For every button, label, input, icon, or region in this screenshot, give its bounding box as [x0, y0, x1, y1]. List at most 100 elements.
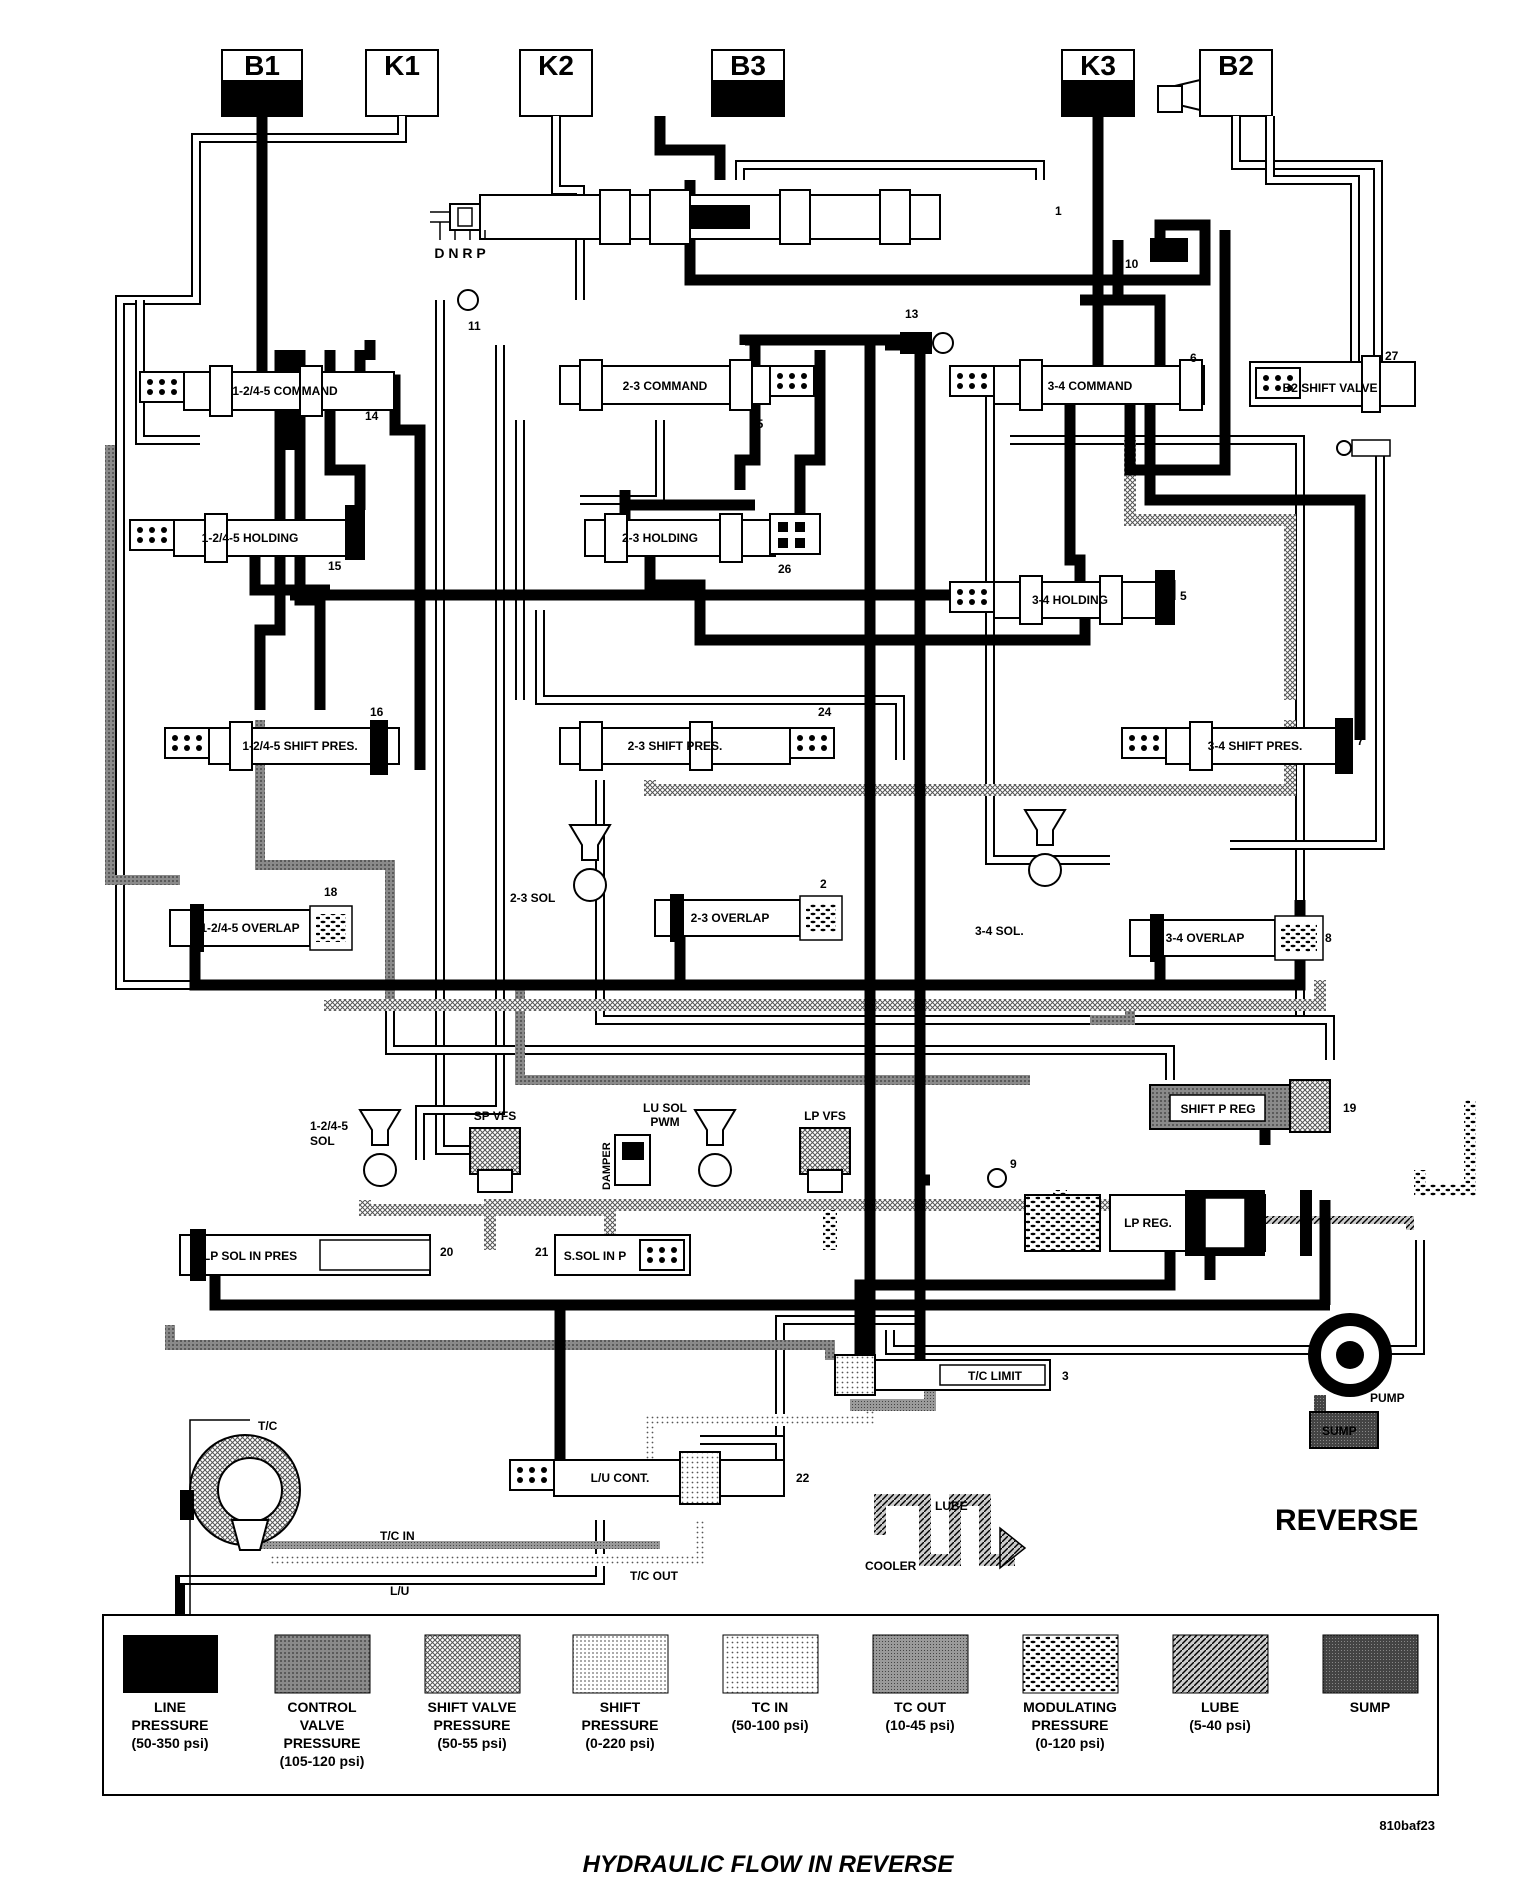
valve-23-shift-pres-label: 2-3 SHIFT PRES.	[628, 739, 723, 753]
clutch-k1: K1	[365, 49, 439, 117]
legend-tcout-text-1: TC OUT	[894, 1699, 947, 1715]
valve-34-holding: 3-4 HOLDING 5	[949, 570, 1187, 625]
valve-23-overlap-label: 2-3 OVERLAP	[691, 911, 770, 925]
clutch-k2: K2	[519, 49, 593, 117]
tc-label: T/C	[258, 1419, 278, 1433]
valve-1245-shift-pres-label: 1-2/4-5 SHIFT PRES.	[242, 739, 357, 753]
legend-line-text-1: LINE	[154, 1699, 186, 1715]
solenoid-lu-label-a: LU SOL	[643, 1101, 687, 1115]
legend-modulating-text-2: PRESSURE	[1031, 1717, 1108, 1733]
valve-shift-p-reg-number: 19	[1343, 1101, 1357, 1115]
legend-control-text-3: PRESSURE	[283, 1735, 360, 1751]
valve-1245-shift-pres: 1-2/4-5 SHIFT PRES. 16	[164, 705, 400, 775]
valve-lp-sol-in-pres: LP SOL IN PRES 20	[179, 1229, 454, 1281]
valve-1245-holding-label: 1-2/4-5 HOLDING	[202, 531, 299, 545]
valve-lu-cont-label: L/U CONT.	[591, 1471, 650, 1485]
legend-shift-text-3: (0-220 psi)	[585, 1735, 654, 1751]
sump: SUMP	[1309, 1411, 1379, 1449]
valve-shift-p-reg: SHIFT P REG 19	[1149, 1079, 1357, 1133]
legend-line: LINE PRESSURE (50-350 psi)	[123, 1635, 218, 1751]
valve-34-command-number: 6	[1190, 351, 1197, 365]
legend-line-text-2: PRESSURE	[131, 1717, 208, 1733]
valve-34-overlap: 3-4 OVERLAP 8	[1129, 914, 1332, 962]
valve-b2-shift-number: 27	[1385, 349, 1399, 363]
valve-lp-reg-number: 4	[1320, 1209, 1327, 1223]
valve-23-holding-label: 2-3 HOLDING	[622, 531, 698, 545]
valve-23-holding: 2-3 HOLDING 26	[584, 513, 821, 576]
valve-23-shift-pres-number: 24	[818, 705, 832, 719]
valve-s-sol-in-p-label: S.SOL IN P	[564, 1249, 626, 1263]
valve-34-shift-pres: 3-4 SHIFT PRES. 7	[1121, 718, 1364, 774]
lube-label: LUBE	[935, 1499, 968, 1513]
damper-label: DAMPER	[601, 1142, 613, 1190]
valve-tc-limit-number: 3	[1062, 1369, 1069, 1383]
legend-shiftvalve: SHIFT VALVE PRESSURE (50-55 psi)	[424, 1634, 521, 1751]
figure-caption: HYDRAULIC FLOW IN REVERSE	[583, 1851, 955, 1878]
pump: PUMP	[1308, 1313, 1405, 1405]
clutch-b2-label: B2	[1218, 50, 1254, 81]
legend-modulating: MODULATING PRESSURE (0-120 psi)	[1022, 1634, 1119, 1751]
solenoid-1245: 1-2/4-5 SOL	[310, 1109, 402, 1187]
solenoid-sp-vfs-label: SP VFS	[474, 1109, 516, 1123]
legend-tcin-text-2: (50-100 psi)	[731, 1717, 808, 1733]
legend-tcin: TC IN (50-100 psi)	[722, 1634, 819, 1733]
valve-lp-sol-in-pres-label: LP SOL IN PRES	[203, 1249, 297, 1263]
check-balls: 10 11 13 9	[457, 238, 1188, 1188]
valve-34-holding-number: 5	[1180, 589, 1187, 603]
valve-1245-holding-number: 15	[328, 559, 342, 573]
check-ball-9-number: 9	[1010, 1157, 1017, 1171]
solenoid-lu-pwm: LU SOL PWM	[643, 1101, 737, 1187]
pump-label: PUMP	[1370, 1391, 1405, 1405]
solenoid-34: 3-4 SOL.	[975, 809, 1067, 938]
patterned-circuits	[105, 440, 1476, 1566]
solenoid-1245-label-a: 1-2/4-5	[310, 1119, 348, 1133]
valve-23-command: 2-3 COMMAND 25	[559, 359, 815, 431]
legend: LINE PRESSURE (50-350 psi) CONTROL VALVE…	[102, 1614, 1439, 1796]
clutch-k1-label: K1	[384, 50, 420, 81]
valve-lu-cont-number: 22	[796, 1471, 810, 1485]
outline-circuits	[115, 116, 1425, 1680]
valve-23-command-number: 25	[750, 417, 764, 431]
valve-1245-holding: 1-2/4-5 HOLDING 15	[129, 505, 365, 573]
clutch-k2-label: K2	[538, 50, 574, 81]
clutch-k3-label: K3	[1080, 50, 1116, 81]
valve-34-command-label: 3-4 COMMAND	[1048, 379, 1133, 393]
legend-shiftvalve-text-3: (50-55 psi)	[437, 1735, 506, 1751]
clutch-b1-label: B1	[244, 50, 280, 81]
legend-shift: SHIFT PRESSURE (0-220 psi)	[572, 1634, 669, 1751]
valve-1245-command-number: 14	[365, 409, 379, 423]
check-ball-13-number: 13	[905, 307, 919, 321]
valve-34-shift-pres-number: 7	[1357, 734, 1364, 748]
valve-tc-limit: T/C LIMIT 3	[834, 1354, 1069, 1396]
valve-s-sol-in-p-number: 21	[535, 1245, 549, 1259]
legend-tcout-text-2: (10-45 psi)	[885, 1717, 954, 1733]
valve-34-command: 3-4 COMMAND 6	[949, 351, 1205, 411]
clutch-b1: B1	[221, 49, 303, 117]
manual-valve: D N R P 1	[430, 189, 1062, 261]
valve-34-shift-pres-label: 3-4 SHIFT PRES.	[1208, 739, 1303, 753]
legend-tcin-text-1: TC IN	[752, 1699, 789, 1715]
manual-valve-positions: D N R P	[434, 245, 485, 261]
legend-tcout: TC OUT (10-45 psi)	[872, 1634, 969, 1733]
valve-23-overlap: 2-3 OVERLAP 2	[654, 877, 843, 942]
valve-34-overlap-label: 3-4 OVERLAP	[1166, 931, 1245, 945]
sump-label: SUMP	[1322, 1424, 1357, 1438]
torque-converter: T/C T/C IN T/C OUT L/U	[150, 1419, 679, 1641]
figure-code: 810baf23	[1379, 1818, 1435, 1833]
legend-shift-text-1: SHIFT	[600, 1699, 641, 1715]
valve-34-overlap-number: 8	[1325, 931, 1332, 945]
valve-1245-overlap-label: 1-2/4-5 OVERLAP	[200, 921, 299, 935]
legend-control-text-2: VALVE	[300, 1717, 345, 1733]
valve-23-command-label: 2-3 COMMAND	[623, 379, 708, 393]
legend-modulating-text-3: (0-120 psi)	[1035, 1735, 1104, 1751]
solenoid-23-label: 2-3 SOL	[510, 891, 555, 905]
legend-shiftvalve-text-1: SHIFT VALVE	[428, 1699, 517, 1715]
mode-label: REVERSE	[1275, 1504, 1418, 1537]
legend-lube: LUBE (5-40 psi)	[1172, 1634, 1269, 1733]
valve-23-holding-number: 26	[778, 562, 792, 576]
legend-sump: SUMP	[1322, 1634, 1419, 1715]
solenoid-1245-label-b: SOL	[310, 1134, 335, 1148]
legend-shiftvalve-text-2: PRESSURE	[433, 1717, 510, 1733]
valve-34-holding-label: 3-4 HOLDING	[1032, 593, 1108, 607]
